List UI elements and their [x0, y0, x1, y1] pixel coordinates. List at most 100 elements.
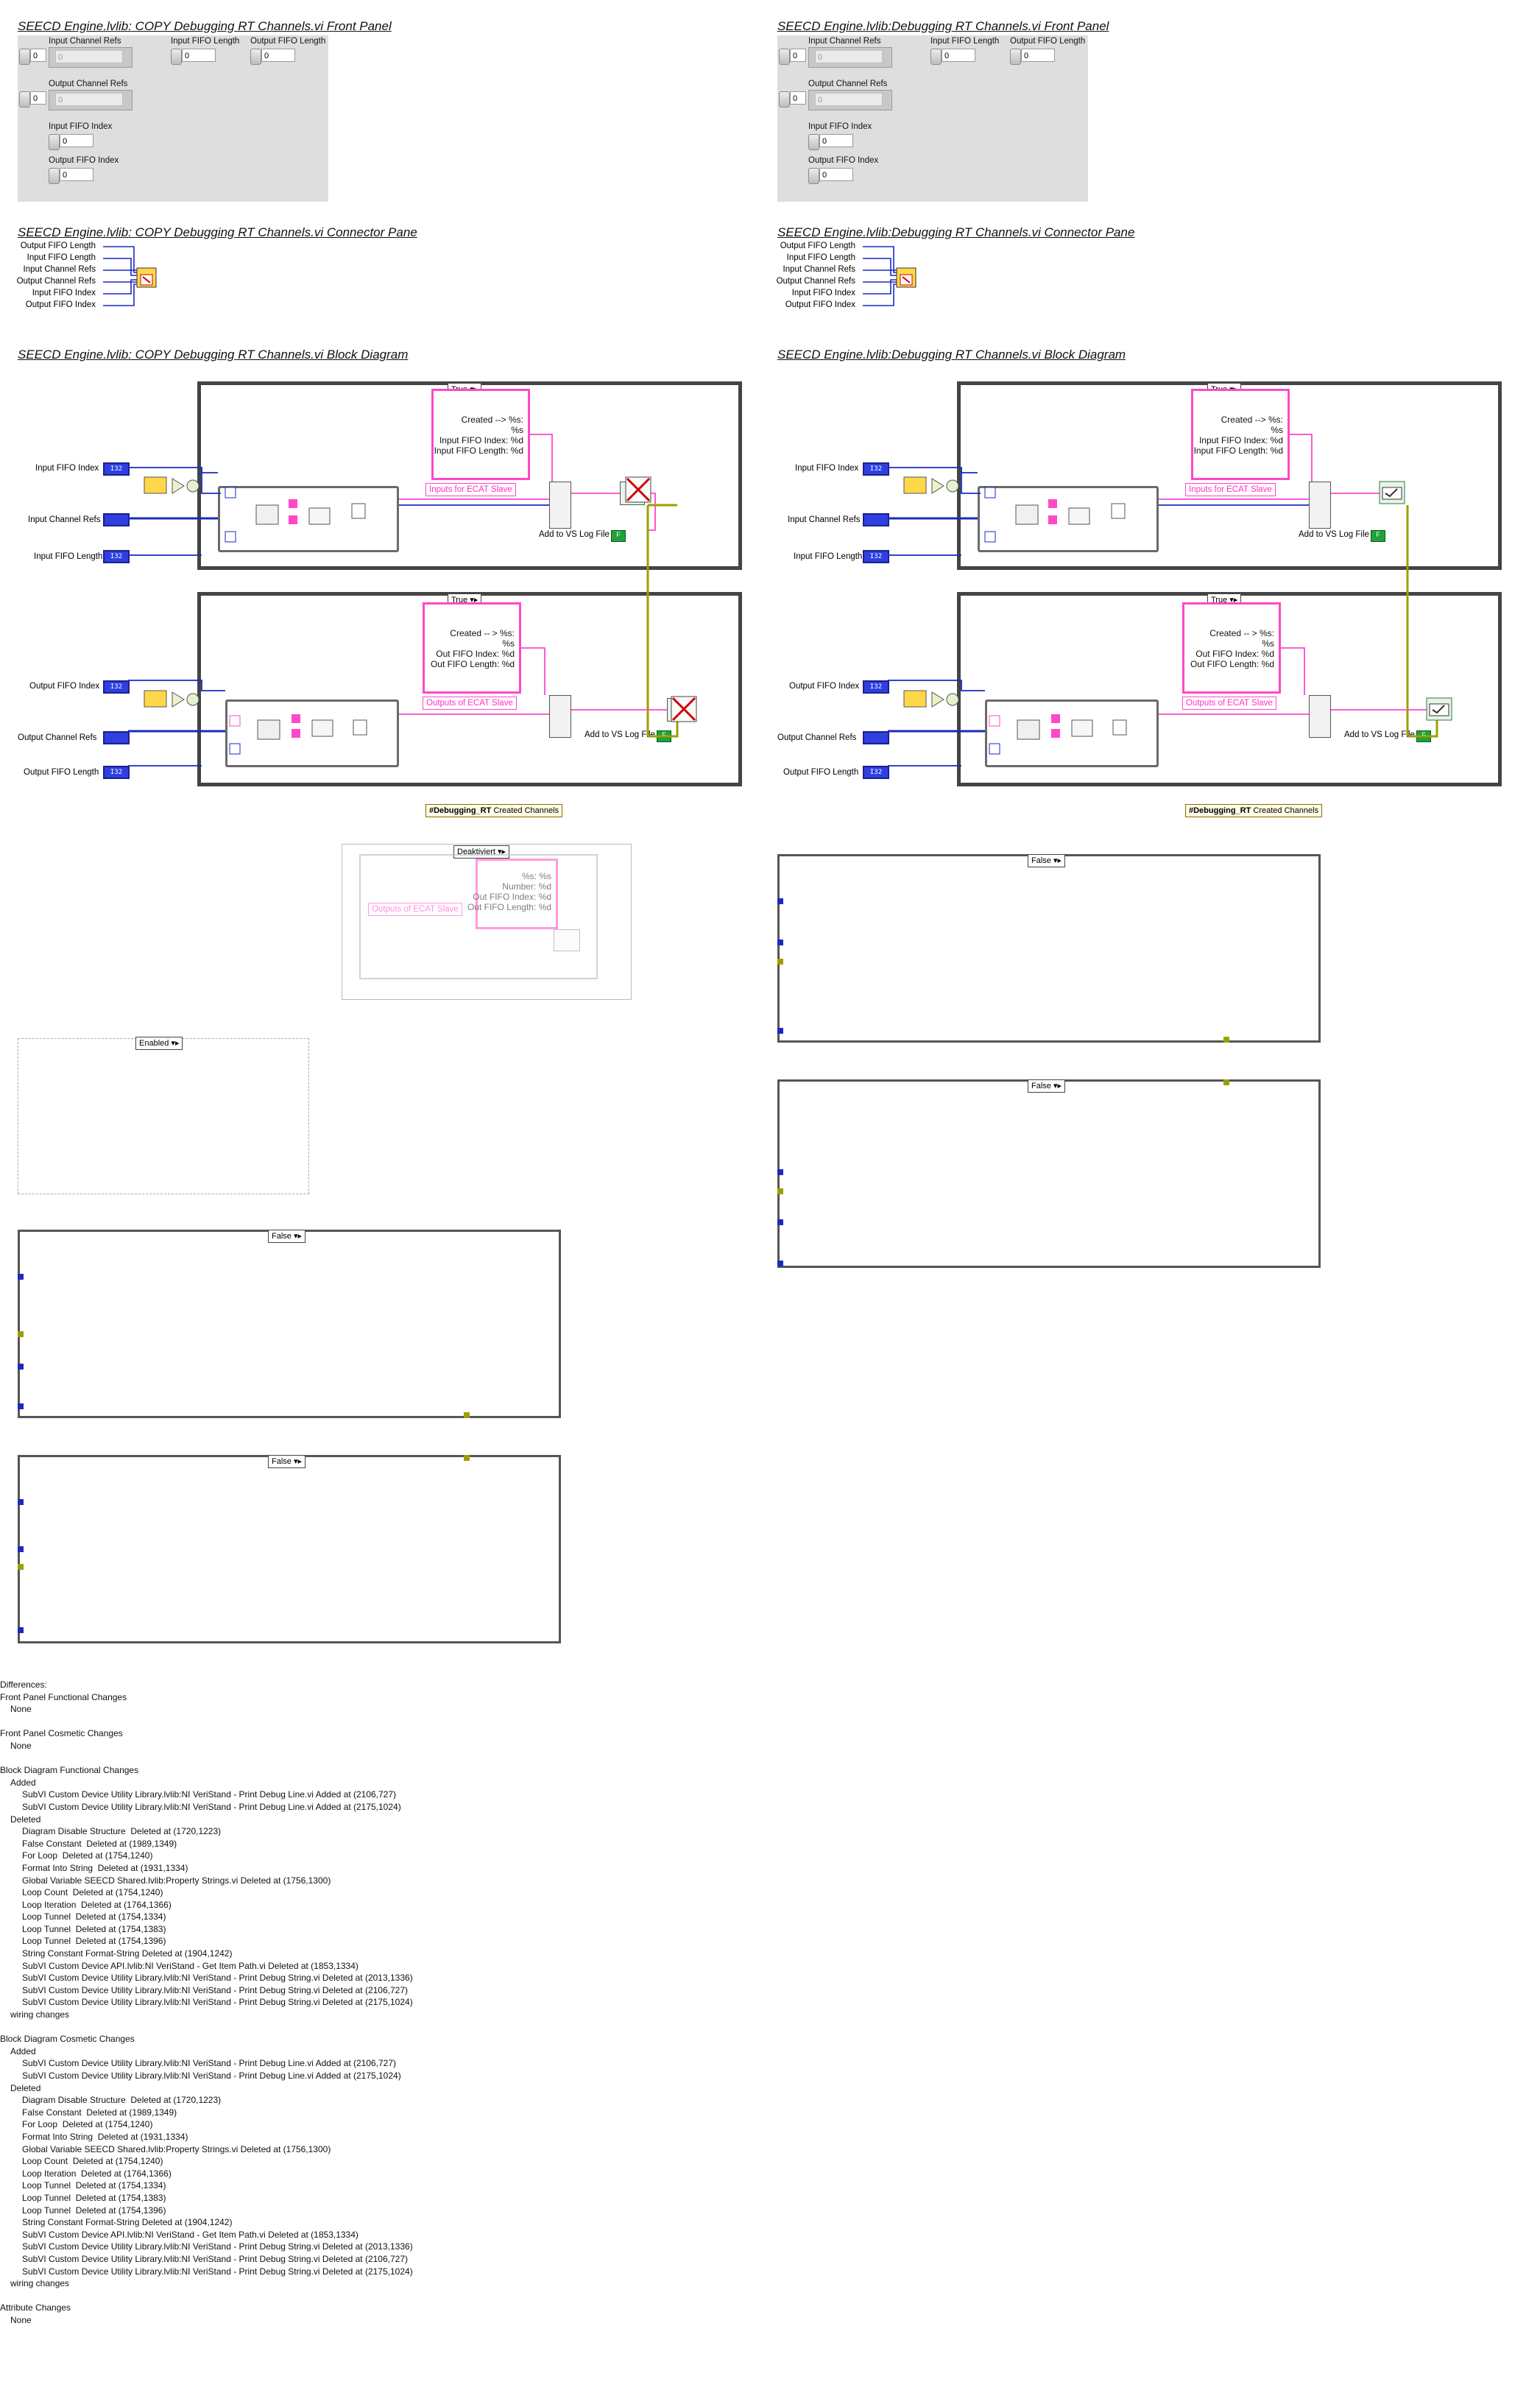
output-fifo-length-spinner[interactable] — [1010, 49, 1021, 65]
difference-line: Added — [10, 2045, 36, 2057]
left-false-case-1[interactable] — [18, 1230, 561, 1418]
difference-line: Front Panel Cosmetic Changes — [0, 1728, 123, 1739]
tunnel — [777, 898, 783, 904]
output-channel-refs-element[interactable]: 0 — [55, 93, 123, 106]
outputs-of-ecat-slave-ring[interactable]: Outputs of ECAT Slave — [423, 697, 517, 710]
output-channel-refs-array[interactable]: 0 — [49, 90, 133, 110]
enabled-selector[interactable]: Enabled ▾▸ — [135, 1037, 183, 1050]
right-connector-title: SEECD Engine.lvlib:Debugging RT Channels… — [777, 225, 1135, 239]
output-fifo-index-terminal[interactable]: I32 — [103, 680, 130, 694]
difference-line: SubVI Custom Device Utility Library.lvli… — [22, 1997, 413, 2008]
tunnel — [18, 1546, 24, 1552]
false-constant[interactable]: F — [1371, 530, 1385, 542]
output-fifo-length-spinner[interactable] — [250, 49, 261, 65]
left-format-string-inputs: Created --> %s: %s Input FIFO Index: %d … — [431, 389, 530, 480]
input-channel-refs-label: Input Channel Refs — [808, 37, 881, 46]
input-fifo-index-spinner[interactable] — [808, 134, 819, 150]
false-constant[interactable]: F — [611, 530, 626, 542]
input-fifo-index-spinner[interactable] — [49, 134, 60, 150]
output-fifo-length-field[interactable]: 0 — [1021, 49, 1055, 62]
output-channel-refs-index[interactable]: 0 — [30, 91, 46, 105]
input-channel-refs-terminal[interactable] — [863, 513, 889, 526]
output-channel-refs-array[interactable]: 0 — [808, 90, 892, 110]
output-channel-refs-index-spinner[interactable] — [779, 91, 790, 108]
input-fifo-length-terminal[interactable]: I32 — [103, 550, 130, 563]
input-channel-refs-index-spinner[interactable] — [779, 49, 790, 65]
outputs-of-ecat-slave-ring[interactable]: Outputs of ECAT Slave — [1182, 697, 1276, 710]
input-fifo-length-terminal-label: Input FIFO Length — [794, 552, 863, 561]
input-channel-refs-terminal[interactable] — [103, 513, 130, 526]
output-channel-refs-element[interactable]: 0 — [815, 93, 883, 106]
right-front-panel: Input Channel Refs 0 0 Input FIFO Length… — [777, 35, 1088, 202]
input-channel-refs-element[interactable]: 0 — [55, 50, 123, 63]
output-channel-refs-index[interactable]: 0 — [790, 91, 806, 105]
difference-line: Loop Tunnel Deleted at (1754,1334) — [22, 1911, 166, 1922]
cp-term-3: Input Channel Refs — [23, 265, 96, 274]
difference-line: For Loop Deleted at (1754,1240) — [22, 1850, 153, 1861]
difference-line: SubVI Custom Device Utility Library.lvli… — [22, 1789, 397, 1800]
input-channel-refs-terminal-label: Input Channel Refs — [788, 515, 861, 524]
difference-line: Differences: — [0, 1680, 47, 1690]
difference-line — [0, 2021, 413, 2034]
tunnel — [464, 1455, 470, 1461]
output-fifo-length-terminal[interactable]: I32 — [863, 766, 889, 779]
input-fifo-length-terminal[interactable]: I32 — [863, 550, 889, 563]
inputs-for-ecat-slave-ring[interactable]: Inputs for ECAT Slave — [425, 483, 516, 496]
output-fifo-index-spinner[interactable] — [49, 168, 60, 184]
right-false-case-2[interactable] — [777, 1079, 1321, 1268]
input-fifo-index-field[interactable]: 0 — [60, 134, 93, 147]
input-channel-refs-index-spinner[interactable] — [19, 49, 30, 65]
format-string-text: Created --> %s: %s Input FIFO Index: %d … — [1193, 415, 1283, 456]
ghost-ring: Outputs of ECAT Slave — [368, 903, 462, 916]
output-fifo-index-terminal-label: Output FIFO Index — [29, 682, 100, 691]
inputs-for-ecat-slave-ring[interactable]: Inputs for ECAT Slave — [1185, 483, 1276, 496]
right-false-case-2-selector[interactable]: False ▾▸ — [1028, 1079, 1066, 1093]
input-fifo-index-label: Input FIFO Index — [808, 122, 872, 131]
format-string-text-2: Created -- > %s: %s Out FIFO Index: %d O… — [430, 628, 515, 669]
output-channel-refs-terminal[interactable] — [863, 731, 889, 744]
input-fifo-length-spinner[interactable] — [930, 49, 942, 65]
input-fifo-length-spinner[interactable] — [171, 49, 182, 65]
input-channel-refs-array[interactable]: 0 — [808, 47, 892, 68]
left-false-case-2-selector[interactable]: False ▾▸ — [268, 1455, 306, 1468]
right-false-case-1[interactable] — [777, 854, 1321, 1043]
difference-line: Format Into String Deleted at (1931,1334… — [22, 1862, 188, 1873]
difference-line: False Constant Deleted at (1989,1349) — [22, 2107, 177, 2118]
right-connector-pane: Output FIFO Length Input FIFO Length Inp… — [760, 240, 981, 328]
ghost-format-string: %s: %s Number: %d Out FIFO Index: %d Out… — [467, 859, 558, 929]
cp-term-6: Output FIFO Index — [785, 300, 855, 309]
left-false-case-1-selector[interactable]: False ▾▸ — [268, 1230, 306, 1243]
difference-line: Loop Tunnel Deleted at (1754,1396) — [22, 1936, 166, 1947]
format-into-string-node — [1309, 482, 1331, 529]
input-fifo-length-field[interactable]: 0 — [942, 49, 975, 62]
output-fifo-length-terminal[interactable]: I32 — [103, 766, 130, 779]
output-fifo-index-spinner[interactable] — [808, 168, 819, 184]
output-fifo-length-field[interactable]: 0 — [261, 49, 295, 62]
input-channel-refs-array[interactable]: 0 — [49, 47, 133, 68]
ghost-for-loop — [359, 854, 598, 979]
add-to-vs-log-label: Add to VS Log File — [539, 530, 610, 539]
input-fifo-length-field[interactable]: 0 — [182, 49, 216, 62]
output-fifo-index-field[interactable]: 0 — [60, 168, 93, 181]
output-channel-refs-index-spinner[interactable] — [19, 91, 30, 108]
output-fifo-index-field[interactable]: 0 — [819, 168, 853, 181]
cp-term-1: Output FIFO Length — [20, 242, 96, 250]
difference-line: False Constant Deleted at (1989,1349) — [22, 1838, 177, 1849]
output-channel-refs-terminal[interactable] — [103, 731, 130, 744]
difference-line: Deleted — [10, 1814, 41, 1825]
output-fifo-index-terminal[interactable]: I32 — [863, 680, 889, 694]
input-channel-refs-index[interactable]: 0 — [30, 49, 46, 62]
difference-line: wiring changes — [10, 2278, 70, 2289]
input-fifo-index-terminal[interactable]: I32 — [863, 462, 889, 476]
ghost-format-text: %s: %s Number: %d Out FIFO Index: %d Out… — [467, 871, 551, 912]
difference-line: Diagram Disable Structure Deleted at (17… — [22, 2095, 222, 2106]
global-suffix: Created Channels — [1251, 806, 1319, 815]
input-fifo-index-terminal[interactable]: I32 — [103, 462, 130, 476]
right-false-case-1-selector[interactable]: False ▾▸ — [1028, 854, 1066, 867]
input-channel-refs-element[interactable]: 0 — [815, 50, 883, 63]
left-false-case-2[interactable] — [18, 1455, 561, 1643]
false-selector-label-2: False — [272, 1457, 292, 1466]
input-channel-refs-index[interactable]: 0 — [790, 49, 806, 62]
input-fifo-index-field[interactable]: 0 — [819, 134, 853, 147]
difference-line: Attribute Changes — [0, 2302, 71, 2313]
